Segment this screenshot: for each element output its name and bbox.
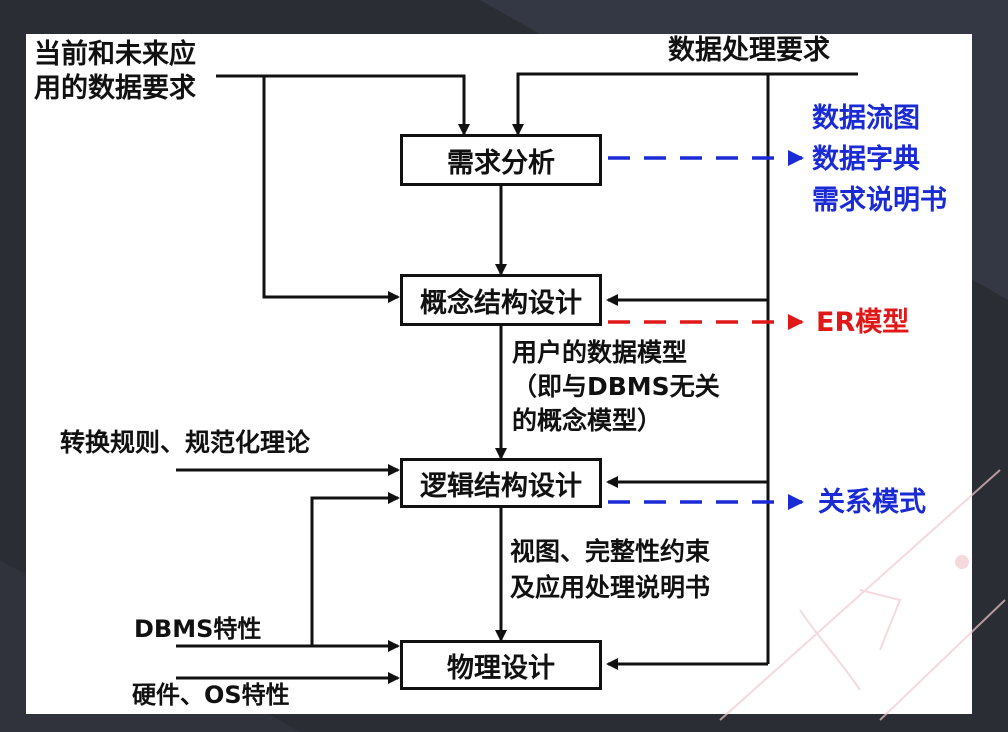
app-requirements-line	[216, 74, 470, 136]
er-model-output: ER模型	[816, 307, 910, 338]
physical-design-box: 物理设计	[400, 640, 602, 690]
flow-arrows	[176, 72, 858, 684]
conversion-rules-label: 转换规则、规范化理论	[60, 428, 311, 457]
relational-model-output: 关系模式	[818, 487, 926, 518]
dbms-features-label: DBMS特性	[134, 615, 262, 643]
physical-design-label: 物理设计	[447, 652, 555, 684]
processing-requirements-line	[512, 72, 858, 136]
requirements-docs-output: 数据流图 数据字典 需求说明书	[812, 103, 947, 216]
user-model-note: 用户的数据模型 （即与DBMS无关 的概念模型）	[512, 338, 720, 435]
app-requirements-branch	[262, 76, 400, 303]
diagram-panel: 需求分析 概念结构设计 逻辑结构设计 物理设计 当前和未来应 用的数据要求 数据…	[26, 34, 972, 714]
hardware-os-label: 硬件、OS特性	[132, 681, 290, 709]
requirements-analysis-label: 需求分析	[447, 147, 555, 179]
logical-design-label: 逻辑结构设计	[420, 470, 582, 502]
logical-design-box: 逻辑结构设计	[400, 458, 602, 508]
conceptual-design-label: 概念结构设计	[420, 287, 582, 319]
requirements-analysis-box: 需求分析	[400, 134, 602, 186]
dbms-features-branch	[310, 492, 400, 646]
views-note: 视图、完整性约束 及应用处理说明书	[510, 537, 711, 602]
processing-requirements-label: 数据处理要求	[668, 35, 830, 66]
conceptual-design-box: 概念结构设计	[400, 274, 602, 326]
app-requirements-label: 当前和未来应 用的数据要求	[34, 39, 196, 104]
